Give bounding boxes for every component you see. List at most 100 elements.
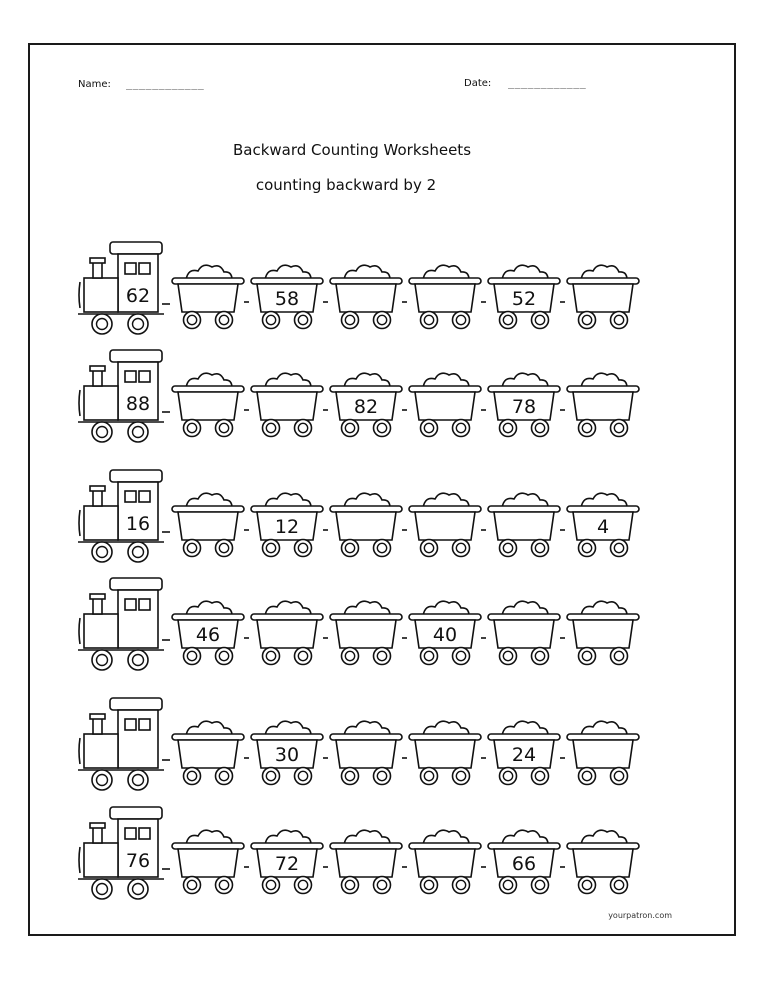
train-car bbox=[566, 600, 640, 666]
train-car bbox=[566, 492, 640, 558]
train-car bbox=[250, 372, 328, 438]
car-answer-blank[interactable] bbox=[500, 622, 548, 646]
car-number: 66 bbox=[512, 853, 536, 875]
car-answer-blank[interactable] bbox=[184, 851, 232, 875]
train-car bbox=[566, 372, 640, 438]
car-answer-blank[interactable] bbox=[579, 286, 627, 310]
train-illustration: 88 82 78 bbox=[78, 349, 640, 443]
train-engine bbox=[78, 577, 170, 671]
worksheet-subtitle: counting backward by 2 bbox=[255, 176, 437, 194]
date-field[interactable]: ____________ bbox=[508, 78, 587, 89]
car-answer-blank[interactable] bbox=[579, 394, 627, 418]
car-answer-blank[interactable] bbox=[500, 514, 548, 538]
train-car bbox=[566, 829, 640, 895]
car-answer-blank[interactable] bbox=[421, 851, 469, 875]
name-field[interactable]: ____________ bbox=[126, 79, 205, 90]
car-answer-blank[interactable] bbox=[579, 851, 627, 875]
car-number: 4 bbox=[597, 516, 609, 538]
train-car bbox=[408, 720, 486, 786]
train-car bbox=[487, 264, 565, 330]
train-car bbox=[487, 600, 565, 666]
car-answer-blank[interactable] bbox=[184, 286, 232, 310]
car-answer-blank[interactable] bbox=[342, 514, 390, 538]
train-car bbox=[250, 492, 328, 558]
footer-site: yourpatron.com bbox=[608, 911, 672, 920]
train-engine bbox=[78, 806, 170, 900]
train-car bbox=[487, 372, 565, 438]
train-car bbox=[408, 492, 486, 558]
car-number: 24 bbox=[512, 744, 536, 766]
car-number: 82 bbox=[354, 396, 378, 418]
train-row: 88 82 78 bbox=[78, 349, 678, 443]
train-car bbox=[171, 829, 249, 895]
train-car bbox=[329, 720, 407, 786]
worksheet-title: Backward Counting Worksheets bbox=[232, 141, 472, 159]
car-answer-blank[interactable] bbox=[421, 742, 469, 766]
train-car bbox=[566, 720, 640, 786]
engine-number: 62 bbox=[126, 285, 150, 307]
train-car bbox=[408, 264, 486, 330]
car-answer-blank[interactable] bbox=[184, 742, 232, 766]
worksheet-border: Name: ____________ Date: ____________ Ba… bbox=[28, 43, 736, 936]
car-answer-blank[interactable] bbox=[342, 742, 390, 766]
car-number: 52 bbox=[512, 288, 536, 310]
train-engine bbox=[78, 241, 170, 335]
train-car bbox=[487, 492, 565, 558]
train-row: 30 24 bbox=[78, 697, 678, 791]
car-number: 40 bbox=[433, 624, 457, 646]
train-car bbox=[250, 720, 328, 786]
train-car bbox=[329, 372, 407, 438]
car-answer-blank[interactable] bbox=[342, 286, 390, 310]
car-answer-blank[interactable] bbox=[184, 394, 232, 418]
train-car bbox=[408, 372, 486, 438]
train-engine bbox=[78, 469, 170, 563]
train-row: 46 40 bbox=[78, 577, 678, 671]
car-number: 12 bbox=[275, 516, 299, 538]
train-engine bbox=[78, 349, 170, 443]
engine-number: 76 bbox=[126, 850, 150, 872]
date-label: Date: bbox=[464, 78, 492, 89]
train-car bbox=[250, 829, 328, 895]
train-car bbox=[329, 264, 407, 330]
car-answer-blank[interactable] bbox=[421, 514, 469, 538]
car-answer-blank[interactable] bbox=[342, 851, 390, 875]
engine-number: 16 bbox=[126, 513, 150, 535]
train-car bbox=[408, 829, 486, 895]
train-row: 16 12 4 bbox=[78, 469, 678, 563]
train-car bbox=[329, 600, 407, 666]
car-answer-blank[interactable] bbox=[184, 514, 232, 538]
train-car bbox=[171, 720, 249, 786]
engine-number: 88 bbox=[126, 393, 150, 415]
train-illustration: 62 58 52 bbox=[78, 241, 640, 335]
train-car bbox=[171, 372, 249, 438]
train-car bbox=[171, 600, 249, 666]
car-number: 46 bbox=[196, 624, 220, 646]
car-answer-blank[interactable] bbox=[263, 394, 311, 418]
train-car bbox=[250, 264, 328, 330]
train-car bbox=[329, 492, 407, 558]
car-number: 78 bbox=[512, 396, 536, 418]
train-car bbox=[329, 829, 407, 895]
car-answer-blank[interactable] bbox=[421, 286, 469, 310]
train-car bbox=[408, 600, 486, 666]
car-answer-blank[interactable] bbox=[579, 742, 627, 766]
car-number: 58 bbox=[275, 288, 299, 310]
train-row: 62 58 52 bbox=[78, 241, 678, 335]
train-illustration: 30 24 bbox=[78, 697, 640, 791]
train-illustration: 46 40 bbox=[78, 577, 640, 671]
car-answer-blank[interactable] bbox=[342, 622, 390, 646]
car-answer-blank[interactable] bbox=[579, 622, 627, 646]
car-answer-blank[interactable] bbox=[263, 622, 311, 646]
car-answer-blank[interactable] bbox=[421, 394, 469, 418]
train-car bbox=[566, 264, 640, 330]
train-car bbox=[487, 720, 565, 786]
train-car bbox=[171, 264, 249, 330]
train-engine bbox=[78, 697, 170, 791]
train-illustration: 16 12 4 bbox=[78, 469, 640, 563]
train-car bbox=[171, 492, 249, 558]
name-label: Name: bbox=[78, 79, 111, 90]
car-number: 30 bbox=[275, 744, 299, 766]
train-car bbox=[250, 600, 328, 666]
